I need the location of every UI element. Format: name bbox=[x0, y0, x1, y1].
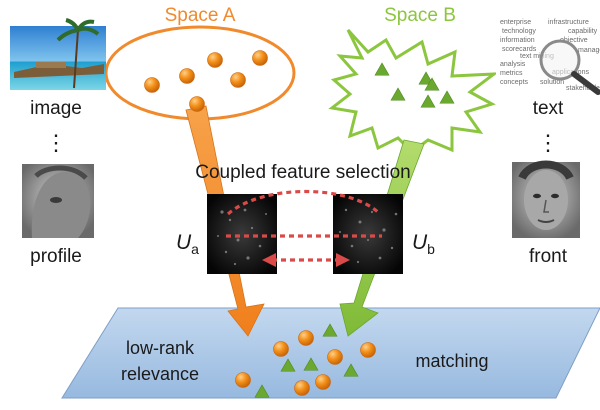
word-cloud-term: text mining bbox=[520, 53, 554, 60]
matching-label: matching bbox=[415, 351, 488, 371]
space-b-starburst bbox=[328, 28, 499, 154]
orange-point bbox=[179, 68, 195, 84]
green-triangle-point bbox=[439, 90, 455, 104]
green-triangle-point bbox=[343, 363, 359, 377]
coupling-arrowhead-right bbox=[336, 253, 350, 267]
orange-point bbox=[315, 374, 331, 390]
ua-sub: a bbox=[191, 241, 199, 257]
green-triangle-point bbox=[280, 358, 296, 372]
word-cloud-magnifier-icon: enterprise infrastructure technology inform… bbox=[496, 14, 600, 95]
word-cloud-term: information bbox=[500, 37, 535, 44]
word-cloud-term: objective bbox=[560, 37, 588, 44]
orange-point bbox=[360, 342, 376, 358]
ub-sub: b bbox=[427, 241, 435, 257]
text-label: text bbox=[533, 98, 564, 119]
ub-label: Ub bbox=[412, 231, 435, 257]
front-face-photo bbox=[512, 160, 580, 238]
orange-point bbox=[230, 72, 246, 88]
space-a-points bbox=[144, 50, 268, 112]
space-b-points bbox=[374, 62, 455, 108]
word-cloud-term: scorecards bbox=[502, 46, 537, 53]
word-cloud-term: infrastructure bbox=[548, 19, 589, 26]
green-triangle-point bbox=[322, 323, 338, 337]
green-triangle-point bbox=[424, 77, 440, 91]
word-cloud-term: analysis bbox=[500, 61, 526, 68]
coupling-arrowhead-left bbox=[262, 253, 276, 267]
green-triangle-point bbox=[420, 94, 436, 108]
coupling-links bbox=[226, 189, 382, 262]
coupled-feature-selection-label: Coupled feature selection bbox=[195, 162, 410, 183]
word-cloud-term: solution bbox=[540, 79, 564, 86]
word-cloud-term: metrics bbox=[500, 70, 523, 77]
orange-point bbox=[189, 96, 205, 112]
plane-points bbox=[235, 323, 376, 398]
word-cloud-term: enterprise bbox=[500, 19, 531, 26]
orange-point bbox=[327, 349, 343, 365]
front-label: front bbox=[529, 246, 568, 267]
word-cloud-term: stakeholder bbox=[566, 85, 600, 92]
green-triangle-point bbox=[254, 384, 270, 398]
word-cloud-term: technology bbox=[502, 28, 536, 35]
word-cloud-term: management bbox=[578, 47, 600, 54]
green-triangle-point bbox=[374, 62, 390, 76]
word-cloud-term: concepts bbox=[500, 79, 529, 86]
orange-point bbox=[252, 50, 268, 66]
low-rank-label: low-rank bbox=[126, 338, 195, 358]
orange-point bbox=[273, 341, 289, 357]
orange-point bbox=[298, 330, 314, 346]
ua-label: Ua bbox=[176, 231, 199, 257]
orange-point bbox=[294, 380, 310, 396]
space-b-label: Space B bbox=[384, 5, 456, 26]
orange-point bbox=[144, 77, 160, 93]
left-vertical-dots: ⋮ bbox=[45, 130, 67, 155]
orange-point bbox=[207, 52, 223, 68]
profile-face-photo bbox=[22, 164, 94, 238]
green-triangle-point bbox=[390, 87, 406, 101]
space-a-label: Space A bbox=[165, 5, 236, 26]
beach-photo-icon bbox=[10, 18, 106, 90]
right-vertical-dots: ⋮ bbox=[537, 130, 559, 155]
word-cloud-term: capability bbox=[568, 28, 598, 35]
profile-label: profile bbox=[30, 246, 82, 267]
relevance-label: relevance bbox=[121, 364, 199, 384]
green-triangle-point bbox=[303, 357, 319, 371]
ub-main: U bbox=[412, 231, 428, 254]
green-triangle-point bbox=[418, 71, 434, 85]
image-label: image bbox=[30, 98, 82, 119]
ua-main: U bbox=[176, 231, 192, 254]
orange-point bbox=[235, 372, 251, 388]
